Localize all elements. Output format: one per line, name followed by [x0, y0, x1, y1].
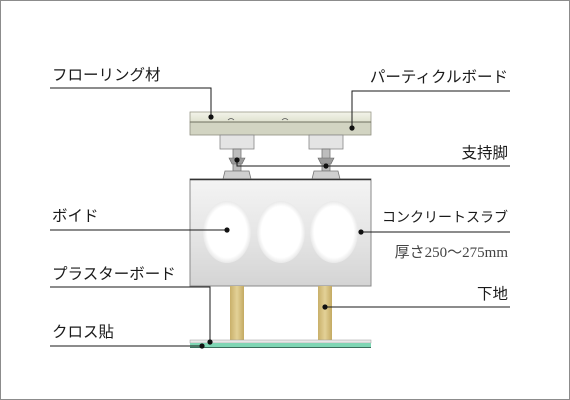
label-cloth: クロス貼 [52, 323, 114, 341]
label-particle-board: パーティクルボード [370, 68, 508, 86]
void-hole-2 [257, 201, 305, 263]
particle-board-layer [189, 121, 372, 136]
label-base: 下地 [477, 285, 508, 303]
cloth-layer [190, 343, 371, 347]
void-hole-3 [310, 201, 358, 263]
leader-particle-board [351, 90, 510, 128]
leader-plasterboard [50, 286, 211, 342]
label-plasterboard: プラスターボード [52, 265, 176, 283]
label-concrete-slab: コンクリートスラブ [382, 209, 508, 226]
label-flooring: フローリング材 [52, 66, 161, 84]
leader-flooring [50, 87, 212, 117]
concrete-slab [189, 178, 372, 287]
ceiling-layers [189, 339, 372, 348]
support-leg-right [308, 134, 344, 180]
label-thickness: 厚さ250～275mm [395, 244, 509, 261]
label-void: ボイド [52, 207, 99, 225]
floor-layers [189, 111, 372, 136]
support-leg-left [219, 134, 255, 180]
stud-left [230, 286, 244, 342]
leader-lines [50, 87, 510, 349]
label-support-leg: 支持脚 [461, 144, 508, 162]
plasterboard-layer [189, 339, 372, 344]
stud-right [318, 286, 332, 342]
flooring-layer [189, 111, 372, 123]
